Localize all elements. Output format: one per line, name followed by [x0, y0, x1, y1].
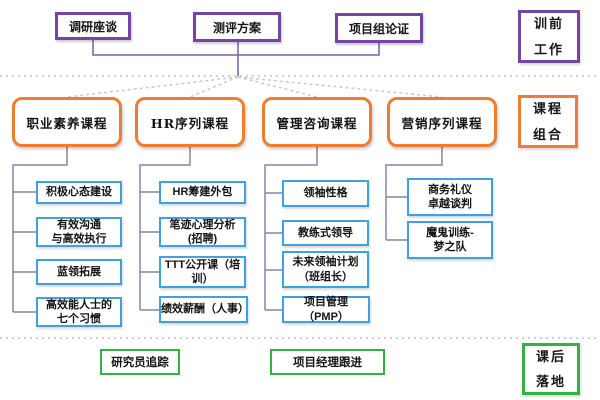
- course-effective-communication: 有效沟通 与高效执行: [36, 217, 122, 247]
- category-management-consulting-courses: 管理咨询课程: [262, 97, 372, 147]
- category-professionalism-courses: 职业素养课程: [12, 97, 122, 147]
- course-business-etiquette-negotiation: 商务礼仪 卓越谈判: [407, 178, 493, 216]
- course-coaching-leadership: 教练式领导: [282, 220, 369, 246]
- phase-label-post-training: 课后 落地: [522, 343, 580, 395]
- course-hr-setup-outsourcing: HR筹建外包: [159, 181, 246, 204]
- category-hr-series-courses: HR序列课程: [135, 97, 245, 147]
- node-assessment-plan: 测评方案: [193, 12, 281, 42]
- node-project-manager-followup: 项目经理跟进: [270, 349, 385, 375]
- phase1-connectors: [92, 40, 380, 76]
- course-leader-personality: 领袖性格: [282, 180, 369, 207]
- course-positive-mindset: 积极心态建设: [36, 181, 122, 204]
- course-ttt-open-class: TTT公开课（培 训）: [159, 256, 246, 288]
- node-researcher-tracking: 研究员追踪: [100, 349, 180, 375]
- category-marketing-series-courses: 营销序列课程: [387, 97, 497, 147]
- node-project-team-review: 项目组论证: [335, 13, 423, 43]
- course-performance-compensation: 绩效薪酬（人事）: [159, 296, 249, 323]
- course-project-management-pmp: 项目管理（PMP）: [282, 296, 370, 323]
- course-handwriting-analysis: 笔迹心理分析 (招聘): [159, 217, 246, 247]
- phase-label-pre-training: 训前 工作: [518, 10, 580, 63]
- phase-label-course-mix: 课程 组合: [518, 95, 578, 148]
- course-devil-training-dream-team: 魔鬼训练- 梦之队: [407, 221, 493, 259]
- course-future-leader-program: 未来领袖计划 （班组长）: [282, 251, 369, 288]
- node-research-seminar: 调研座谈: [55, 12, 131, 40]
- course-seven-habits: 高效能人士的 七个习惯: [36, 297, 122, 327]
- fan-dashed-lines: [66, 76, 443, 98]
- course-blue-collar-outreach: 蓝领拓展: [36, 259, 122, 285]
